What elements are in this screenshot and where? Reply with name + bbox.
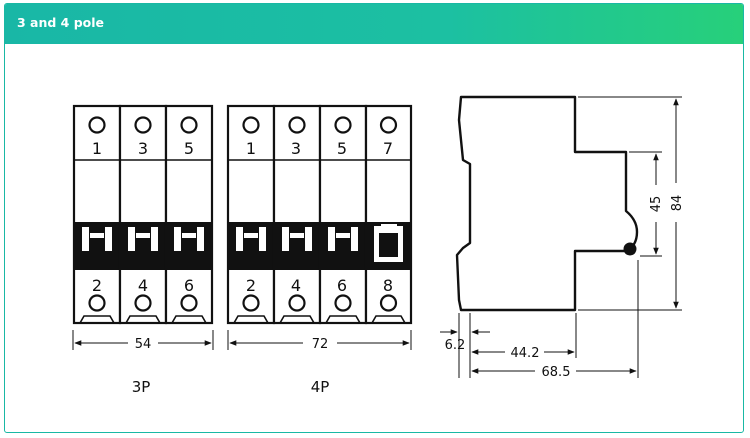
handle-bar	[136, 233, 150, 238]
terminal-label: 1	[246, 139, 256, 158]
section-header: 3 and 4 pole	[5, 4, 743, 44]
switch-band	[74, 222, 120, 270]
handle-bar	[290, 233, 304, 238]
breaker-side-view: 84 45 6.2 44.2 68.5	[440, 95, 685, 380]
terminal-screw-icon	[180, 116, 198, 134]
terminal-screw-icon	[334, 294, 352, 312]
handle-slot	[328, 227, 335, 251]
switch-band	[166, 222, 212, 270]
handle-slot	[105, 227, 112, 251]
handle-slot	[282, 227, 289, 251]
handle-slot	[151, 227, 158, 251]
switch-band	[120, 222, 166, 270]
terminal-label: 5	[184, 139, 194, 158]
din-clip-tab	[325, 315, 361, 324]
handle-bar	[182, 233, 196, 238]
switch-band	[274, 222, 320, 270]
terminal-screw-icon	[180, 294, 198, 312]
handle-slot	[305, 227, 312, 251]
din-clip-tab	[125, 315, 161, 324]
terminal-label: 4	[291, 276, 301, 295]
breaker-3p-front-view: 1 3 5 2 4 6 54 3P	[72, 104, 214, 396]
depth-dimension-total: 68.5	[542, 365, 571, 380]
terminal-label: 4	[138, 276, 148, 295]
handle-slot	[236, 227, 243, 251]
switch-band	[320, 222, 366, 270]
din-clip-tab	[371, 315, 406, 324]
handle-notch	[381, 224, 397, 232]
din-clip-tab	[279, 315, 315, 324]
din-clip-tab	[79, 315, 115, 324]
pole-module	[272, 104, 322, 325]
handle-slot	[82, 227, 89, 251]
terminal-screw-icon	[134, 294, 152, 312]
din-clip-tab	[171, 315, 207, 324]
handle-slot	[128, 227, 135, 251]
height-dimension-inner: 45	[649, 196, 664, 213]
terminal-screw-icon	[334, 116, 352, 134]
terminal-label: 5	[337, 139, 347, 158]
pole-module	[226, 104, 276, 325]
terminal-screw-icon	[242, 294, 260, 312]
caption-3p: 3P	[132, 378, 151, 396]
terminal-screw-icon	[242, 116, 260, 134]
terminal-screw-icon	[88, 116, 106, 134]
handle-slot	[174, 227, 181, 251]
handle-slot	[351, 227, 358, 251]
pole-module	[164, 104, 214, 325]
depth-dimension-inner: 44.2	[511, 346, 540, 361]
handle-slot	[197, 227, 204, 251]
clip-circle	[623, 242, 637, 256]
breaker-4p-front-view: 1 3 5 7 2 4 6 8 72 4P	[226, 104, 413, 396]
terminal-label: 2	[246, 276, 256, 295]
terminal-screw-icon	[288, 116, 306, 134]
din-clip-tab	[233, 315, 269, 324]
neutral-handle-inner	[379, 233, 398, 257]
handle-bar	[90, 233, 104, 238]
terminal-screw-icon	[379, 116, 398, 134]
rail-dimension: 6.2	[445, 338, 466, 353]
switch-band	[228, 222, 274, 270]
width-dimension-3p: 54	[135, 337, 152, 352]
terminal-label: 3	[138, 139, 148, 158]
terminal-label: 1	[92, 139, 102, 158]
side-profile-outline	[455, 95, 639, 312]
caption-4p: 4P	[311, 378, 330, 396]
height-dimension-total: 84	[670, 195, 685, 212]
section-title: 3 and 4 pole	[17, 15, 105, 30]
pole-module	[364, 104, 413, 325]
terminal-screw-icon	[88, 294, 106, 312]
terminal-screw-icon	[134, 116, 152, 134]
terminal-screw-icon	[288, 294, 306, 312]
handle-bar	[336, 233, 350, 238]
handle-slot	[259, 227, 266, 251]
terminal-label: 8	[383, 276, 393, 295]
terminal-label: 6	[184, 276, 194, 295]
pole-module	[118, 104, 168, 325]
terminal-label: 6	[337, 276, 347, 295]
terminal-label: 2	[92, 276, 102, 295]
pole-module	[318, 104, 368, 325]
handle-bar	[244, 233, 258, 238]
terminal-label: 7	[383, 139, 393, 158]
width-dimension-4p: 72	[312, 337, 329, 352]
terminal-screw-icon	[379, 294, 398, 312]
terminal-label: 3	[291, 139, 301, 158]
